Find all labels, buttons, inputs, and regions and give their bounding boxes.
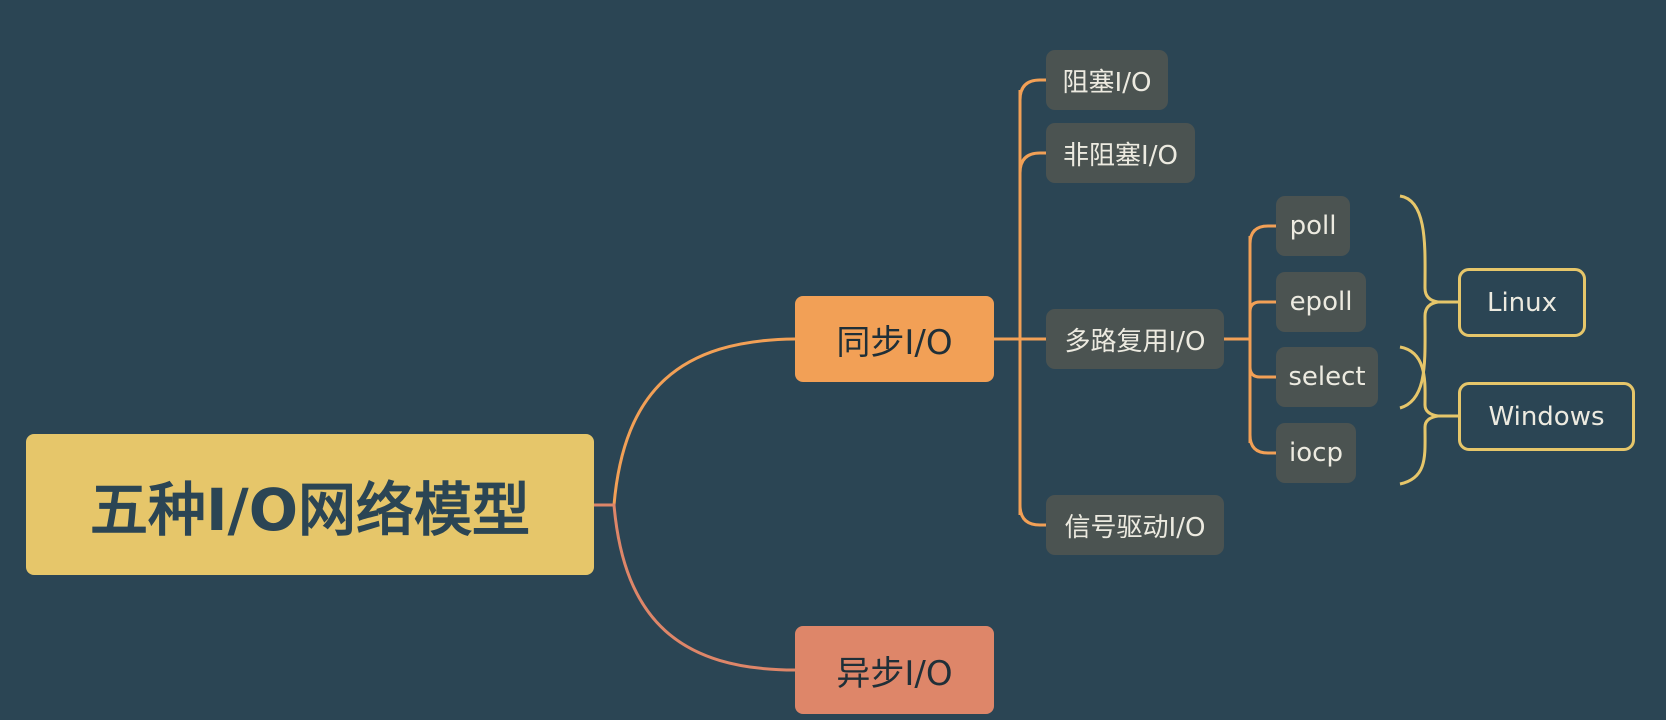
select-node[interactable]: select [1276, 347, 1378, 407]
root-node[interactable]: 五种I/O网络模型 [26, 434, 594, 575]
sync-io-node[interactable]: 同步I/O [795, 296, 994, 382]
link-signal [1018, 504, 1046, 527]
signal-driven-io-node[interactable]: 信号驱动I/O [1046, 495, 1224, 555]
nonblocking-io-node[interactable]: 非阻塞I/O [1046, 123, 1195, 183]
link-select [1248, 366, 1276, 379]
linux-group-label[interactable]: Linux [1458, 268, 1586, 337]
link-blocking [1018, 78, 1046, 101]
blocking-io-node[interactable]: 阻塞I/O [1046, 50, 1168, 110]
link-poll [1248, 224, 1276, 245]
link-epoll [1248, 300, 1276, 313]
link-nonblocking [1018, 151, 1046, 174]
iocp-node[interactable]: iocp [1276, 423, 1356, 483]
link-root-sync [594, 337, 796, 507]
windows-group-label[interactable]: Windows [1458, 382, 1635, 451]
async-io-node[interactable]: 异步I/O [795, 626, 994, 714]
epoll-node[interactable]: epoll [1276, 272, 1366, 332]
link-iocp [1248, 434, 1276, 455]
bracket-windows [1399, 345, 1439, 486]
bracket-linux [1399, 194, 1439, 410]
poll-node[interactable]: poll [1276, 196, 1350, 256]
multiplexing-io-node[interactable]: 多路复用I/O [1046, 309, 1224, 369]
link-root-async [594, 503, 796, 672]
